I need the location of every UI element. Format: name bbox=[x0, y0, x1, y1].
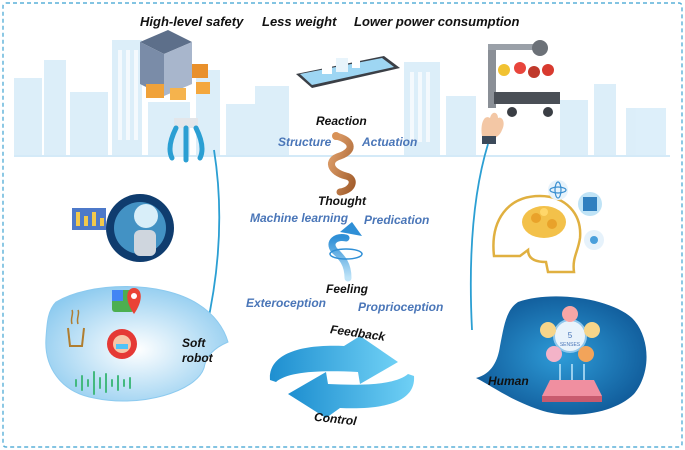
feature-safety-label: High-level safety bbox=[140, 14, 244, 29]
actuation-label: Actuation bbox=[362, 135, 418, 149]
maps-pin-icon bbox=[112, 288, 141, 314]
sound-wave-icon bbox=[75, 371, 131, 395]
skyline-windows bbox=[118, 50, 430, 142]
senses-badge-number: 5 bbox=[568, 331, 573, 340]
tongue-face-icon bbox=[107, 329, 137, 359]
exteroception-label: Exteroception bbox=[246, 296, 327, 310]
reaction-title: Reaction bbox=[316, 114, 367, 128]
predication-label: Predication bbox=[364, 213, 430, 227]
feedback-arrow[interactable] bbox=[269, 336, 398, 384]
thought-arrow-icon bbox=[328, 222, 363, 282]
atom-icon bbox=[548, 180, 568, 200]
structure-label: Structure bbox=[278, 135, 332, 149]
cup-sensor-icon bbox=[67, 309, 85, 347]
feeling-title: Feeling bbox=[326, 282, 369, 296]
soft-robot-label-line1: Soft bbox=[182, 336, 206, 350]
chip-icon bbox=[578, 192, 602, 216]
right-connector-line bbox=[469, 143, 489, 331]
control-arrow[interactable] bbox=[288, 372, 415, 418]
human-label: Human bbox=[488, 374, 529, 388]
reaction-spiral-icon bbox=[328, 132, 356, 196]
brain-head-icon bbox=[492, 194, 582, 274]
soft-robot-label-line2: robot bbox=[182, 351, 213, 365]
gear-bubble-icon bbox=[584, 230, 604, 250]
smartphone-icon bbox=[296, 56, 400, 88]
soft-gripper-icon bbox=[167, 118, 205, 163]
proprioception-label: Proprioception bbox=[358, 300, 444, 314]
left-connector-line bbox=[205, 149, 221, 331]
robot-cube-icon bbox=[140, 30, 210, 100]
feature-weight-label: Less weight bbox=[262, 14, 337, 29]
hand-glove-icon bbox=[481, 112, 504, 144]
five-senses-ring bbox=[540, 306, 600, 362]
feature-power-label: Lower power consumption bbox=[354, 14, 520, 29]
skin-layer-icon bbox=[542, 364, 602, 402]
thought-title: Thought bbox=[318, 194, 366, 208]
machine-learning-label: Machine learning bbox=[250, 211, 349, 225]
ai-robot-icon bbox=[72, 194, 174, 262]
robot-arm-icon bbox=[488, 40, 560, 117]
senses-badge-word: SENSES bbox=[560, 342, 581, 348]
